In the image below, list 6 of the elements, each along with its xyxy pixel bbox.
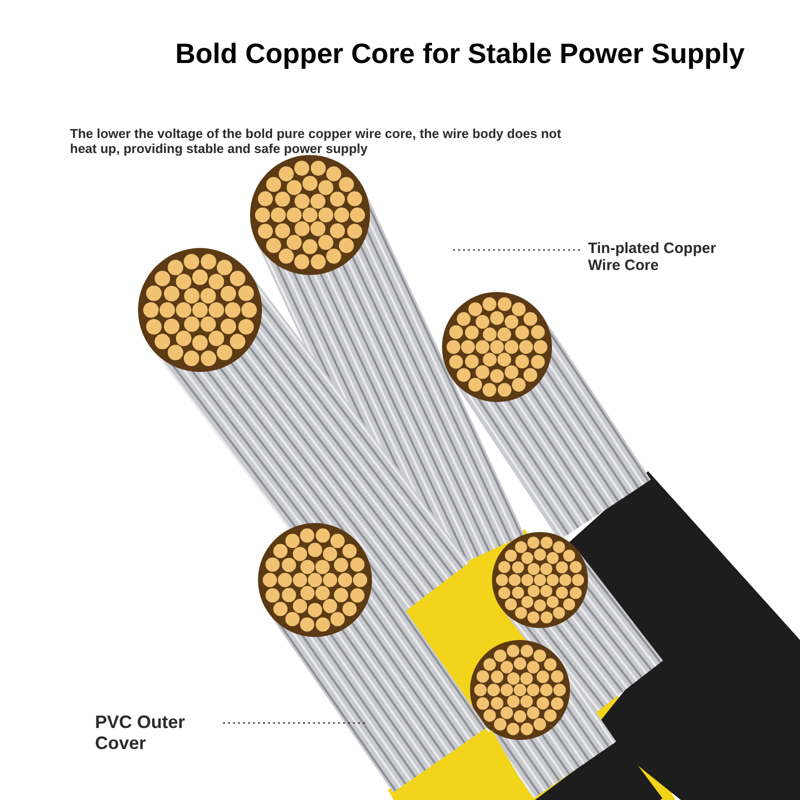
callout-label: PVC Outer Cover — [95, 712, 215, 754]
title: Bold Copper Core for Stable Power Supply — [174, 38, 746, 70]
description-text: The lower the voltage of the bold pure copper wire core, the wire body does not heat up, providing stable and safe power supply — [70, 126, 562, 156]
leader-line — [452, 249, 580, 251]
callout-label: Tin-plated Copper Wire Core — [588, 240, 738, 274]
leader-line — [223, 722, 365, 724]
